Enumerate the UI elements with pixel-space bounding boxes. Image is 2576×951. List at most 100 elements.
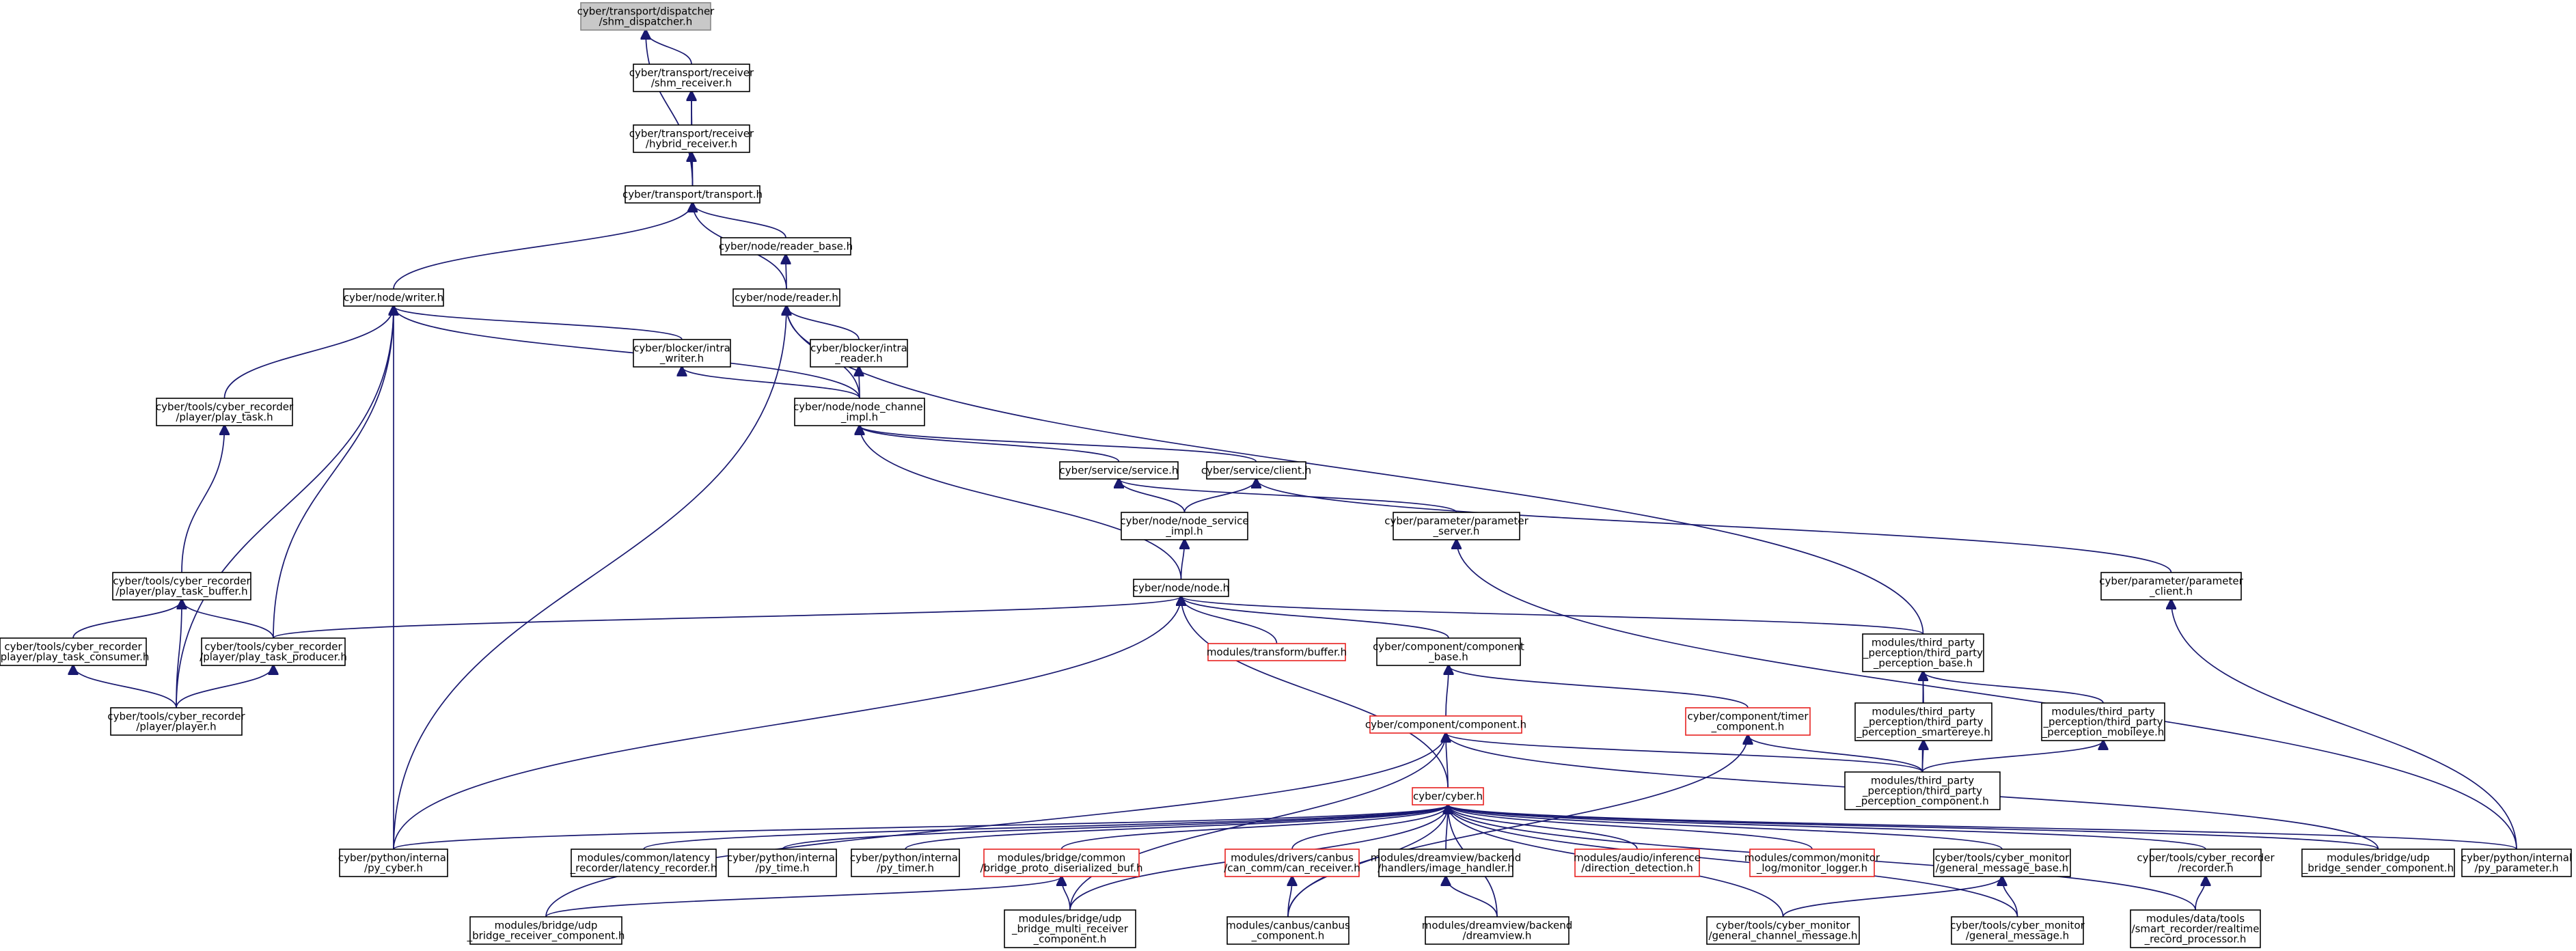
node-label-line: _log/monitor_logger.h	[1756, 862, 1867, 875]
node-play-task-consumer[interactable]: cyber/tools/cyber_recorder/player/play_t…	[0, 637, 149, 666]
node-latency-recorder[interactable]: modules/common/latency_recorder/latency_…	[570, 849, 717, 877]
node-py-parameter[interactable]: cyber/python/internal/py_parameter.h	[2461, 849, 2572, 877]
node-intra-writer[interactable]: cyber/blocker/intra_writer.h	[633, 339, 731, 368]
node-tp-mobileye[interactable]: modules/third_party_perception/third_par…	[2041, 702, 2165, 741]
edge-node-service-impl-to-client	[1183, 479, 1257, 513]
node-transform-buffer[interactable]: modules/transform/buffer.h	[1207, 643, 1347, 661]
node-label-line: cyber/python/internal	[727, 852, 838, 864]
edge-play-task-buffer-to-play-task	[181, 426, 225, 573]
node-label-line: /py_cyber.h	[364, 862, 423, 875]
node-label-line: _perception/third_party	[1863, 716, 1984, 729]
node-recorder[interactable]: cyber/tools/cyber_recorder/recorder.h	[2137, 849, 2275, 877]
node-label-line: cyber/node/writer.h	[344, 292, 443, 304]
node-play-task-buffer[interactable]: cyber/tools/cyber_recorder/player/play_t…	[112, 572, 251, 601]
node-udp-sender[interactable]: modules/bridge/udp_bridge_sender_compone…	[2301, 849, 2455, 877]
node-label-line: /general_channel_message.h	[1708, 930, 1857, 943]
node-py-time[interactable]: cyber/python/internal/py_time.h	[727, 849, 838, 877]
edge-udp-multi-receiver-to-bridge-proto	[1062, 877, 1071, 911]
edge-realtime-record-processor-to-recorder	[2195, 877, 2206, 911]
node-dreamview[interactable]: modules/dreamview/backend/dreamview.h	[1422, 916, 1572, 945]
node-service[interactable]: cyber/service/service.h	[1059, 461, 1179, 480]
node-label-line: _record_processor.h	[2144, 933, 2247, 946]
node-bridge-proto[interactable]: modules/bridge/common/bridge_proto_diser…	[981, 849, 1143, 877]
edge-canbus-component-to-can-receiver	[1288, 877, 1292, 918]
node-image-handler[interactable]: modules/dreamview/backend/handlers/image…	[1371, 849, 1521, 877]
node-component[interactable]: cyber/component/component.h	[1365, 715, 1526, 734]
node-shm-receiver[interactable]: cyber/transport/receiver/shm_receiver.h	[629, 64, 754, 92]
node-label-line: /py_time.h	[755, 862, 809, 875]
node-tp-perception-base[interactable]: modules/third_party_perception/third_par…	[1862, 633, 1984, 672]
edge-py-time-to-cyber	[782, 805, 1448, 850]
node-cyber[interactable]: cyber/cyber.h	[1412, 787, 1484, 805]
node-node-channel-impl[interactable]: cyber/node/node_channel_impl.h	[793, 398, 926, 426]
edge-parameter-server-to-service	[1119, 479, 1457, 513]
node-writer[interactable]: cyber/node/writer.h	[343, 288, 444, 307]
node-box	[1369, 715, 1522, 734]
node-general-channel-message[interactable]: cyber/tools/cyber_monitor/general_channe…	[1706, 916, 1860, 945]
node-general-message-base[interactable]: cyber/tools/cyber_monitor/general_messag…	[1933, 849, 2071, 877]
node-realtime-record-processor[interactable]: modules/data/tools/smart_recorder/realti…	[2130, 909, 2261, 948]
node-canbus-component[interactable]: modules/canbus/canbus_component.h	[1226, 916, 1350, 945]
node-label-line: cyber/blocker/intra	[810, 342, 907, 355]
node-box	[1004, 909, 1136, 948]
node-box	[0, 637, 147, 666]
node-reader[interactable]: cyber/node/reader.h	[732, 288, 840, 307]
node-component-base[interactable]: cyber/component/component_base.h	[1373, 637, 1524, 666]
node-parameter-server[interactable]: cyber/parameter/parameter_server.h	[1384, 512, 1529, 540]
edge-tp-component-to-tp-mobileye	[1921, 741, 2104, 773]
edge-can-receiver-to-cyber	[1291, 805, 1448, 850]
edge-py-cyber-to-reader	[393, 306, 786, 850]
node-box	[1121, 512, 1248, 540]
node-py-timer[interactable]: cyber/python/internal/py_timer.h	[850, 849, 961, 877]
node-box	[633, 339, 731, 368]
node-hybrid-receiver[interactable]: cyber/transport/receiver/hybrid_receiver…	[629, 124, 754, 153]
node-direction-detection[interactable]: modules/audio/inference/direction_detect…	[1574, 849, 1701, 877]
node-label-line: cyber/node/node_channel	[793, 401, 926, 414]
node-box	[1393, 512, 1520, 540]
node-label-line: modules/common/latency	[577, 852, 711, 864]
node-udp-multi-receiver[interactable]: modules/bridge/udp_bridge_multi_receiver…	[1004, 909, 1136, 948]
node-client[interactable]: cyber/service/client.h	[1201, 461, 1311, 480]
edge-tp-component-to-tp-smartereye	[1923, 741, 1924, 773]
node-label-line: modules/third_party	[2051, 706, 2154, 719]
node-shm-dispatcher[interactable]: cyber/transport/dispatcher/shm_dispatche…	[577, 2, 715, 31]
node-py-cyber[interactable]: cyber/python/internal/py_cyber.h	[338, 849, 449, 877]
node-node-service-impl[interactable]: cyber/node/node_service_impl.h	[1120, 512, 1249, 540]
node-label-line: _base.h	[1428, 651, 1468, 664]
node-label-line: /general_message.h	[1966, 930, 2069, 943]
edge-play-task-to-writer	[223, 306, 394, 399]
node-tp-smartereye[interactable]: modules/third_party_perception/third_par…	[1854, 702, 1992, 741]
node-label-line: /player/play_task.h	[176, 411, 273, 424]
node-transport[interactable]: cyber/transport/transport.h	[622, 185, 763, 204]
node-parameter-client[interactable]: cyber/parameter/parameter_client.h	[2099, 572, 2244, 601]
node-label-line: /py_parameter.h	[2474, 862, 2558, 875]
node-label-line: cyber/python/internal	[2461, 852, 2572, 864]
node-tp-component[interactable]: modules/third_party_perception/third_par…	[1844, 771, 2001, 810]
node-udp-receiver[interactable]: modules/bridge/udp_bridge_receiver_compo…	[467, 916, 625, 945]
node-play-task-producer[interactable]: cyber/tools/cyber_recorder/player/play_t…	[200, 637, 347, 666]
edge-general-message-to-cyber	[1448, 805, 2018, 918]
node-box	[633, 64, 750, 92]
node-intra-reader[interactable]: cyber/blocker/intra_reader.h	[810, 339, 908, 368]
node-label-line: cyber/cyber.h	[1413, 790, 1483, 803]
edge-latency-recorder-to-cyber	[643, 805, 1448, 850]
node-player[interactable]: cyber/tools/cyber_recorder/player/player…	[107, 707, 245, 736]
node-label-line: modules/bridge/udp	[495, 920, 598, 932]
node-monitor-logger[interactable]: modules/common/monitor_log/monitor_logge…	[1744, 849, 1880, 877]
node-timer-component[interactable]: cyber/component/timer_component.h	[1685, 707, 1811, 736]
node-reader-base[interactable]: cyber/node/reader_base.h	[719, 237, 853, 256]
node-label-line: modules/data/tools	[2146, 913, 2245, 925]
edge-player-to-play-task-buffer	[176, 600, 182, 708]
node-label-line: _perception_component.h	[1855, 795, 1988, 808]
edge-node-channel-impl-to-writer	[394, 306, 860, 399]
node-node[interactable]: cyber/node/node.h	[1133, 579, 1229, 597]
node-can-receiver[interactable]: modules/drivers/canbus/can_comm/can_rece…	[1224, 849, 1360, 877]
node-play-task[interactable]: cyber/tools/cyber_recorder/player/play_t…	[156, 398, 294, 426]
node-label-line: _client.h	[2149, 585, 2193, 598]
node-box	[1133, 579, 1229, 597]
node-box	[851, 849, 960, 877]
node-general-message[interactable]: cyber/tools/cyber_monitor/general_messag…	[1950, 916, 2085, 945]
node-label-line: _component.h	[1251, 930, 1325, 943]
edge-direction-detection-to-cyber	[1448, 805, 1638, 850]
node-label-line: _reader.h	[834, 353, 883, 366]
